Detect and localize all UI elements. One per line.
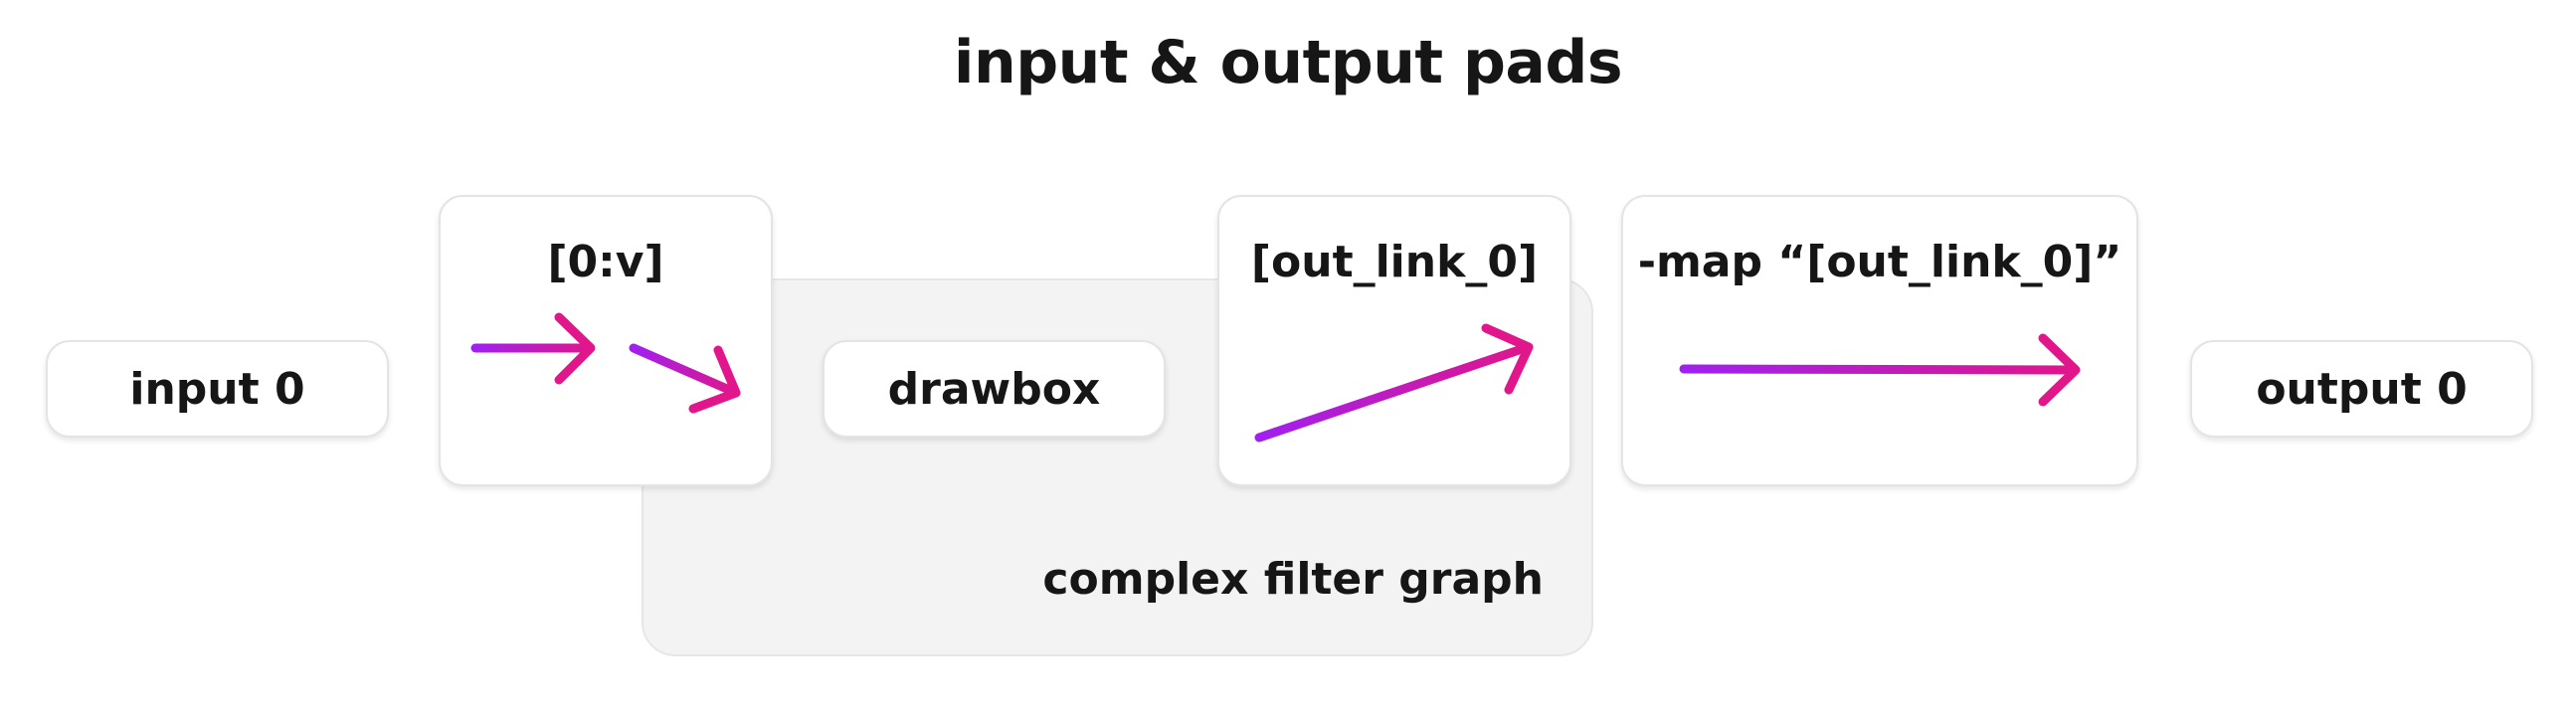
output-node-label: output 0 (2256, 363, 2468, 415)
diagram-title: input & output pads (953, 28, 1623, 97)
drawbox-node: drawbox (823, 340, 1166, 438)
input-node-label: input 0 (129, 363, 305, 415)
input-node: input 0 (46, 340, 389, 438)
output-pad-node: [out_link_0] (1217, 195, 1571, 486)
map-node: -map “[out_link_0]” (1621, 195, 2138, 486)
input-pad-node: [0:v] (439, 195, 773, 486)
drawbox-label: drawbox (887, 363, 1101, 415)
output-node: output 0 (2190, 340, 2533, 438)
output-pad-label: [out_link_0] (1250, 237, 1539, 287)
group-label: complex filter graph (1042, 554, 1544, 605)
input-pad-label: [0:v] (547, 237, 664, 287)
map-label: -map “[out_link_0]” (1637, 237, 2122, 287)
